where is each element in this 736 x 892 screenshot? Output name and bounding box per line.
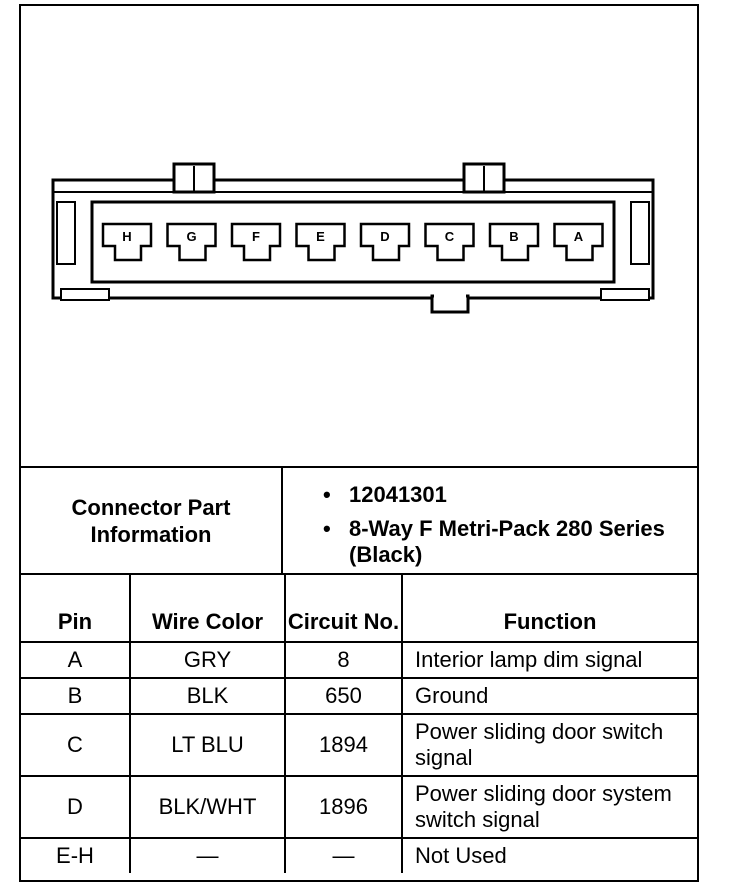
cell-circuit: — [284,837,403,873]
cell-function: Interior lamp dim signal [401,641,697,679]
table-row: C LT BLU 1894 Power sliding door switch … [21,713,697,777]
header-wire-color: Wire Color [129,575,286,643]
pin-table: Pin Wire Color Circuit No. Function A GR… [21,575,697,873]
pin-label: F [252,229,260,244]
cell-wire-color: BLK/WHT [129,775,286,839]
cell-pin: B [21,677,131,715]
cell-function: Power sliding door switch signal [401,713,697,777]
part-info-values: • 12041301 • 8-Way F Metri-Pack 280 Seri… [283,468,697,573]
pin-label: B [509,229,518,244]
cell-circuit: 8 [284,641,403,679]
table-row: D BLK/WHT 1896 Power sliding door system… [21,775,697,839]
cell-pin: E-H [21,837,131,873]
connector-type-item: • 8-Way F Metri-Pack 280 Series (Black) [323,516,697,568]
cell-wire-color: BLK [129,677,286,715]
pin-label: H [122,229,131,244]
cell-pin: C [21,713,131,777]
pin-cavity-g: G [166,222,217,262]
part-number: 12041301 [349,482,447,507]
header-circuit-no: Circuit No. [284,575,403,643]
pin-label: D [380,229,389,244]
pin-cavity-f: F [230,222,282,262]
pin-label: A [574,229,584,244]
header-pin: Pin [21,575,131,643]
cell-pin: A [21,641,131,679]
cell-pin: D [21,775,131,839]
cell-wire-color: LT BLU [129,713,286,777]
pin-cavity-b: B [488,222,540,262]
cell-function: Ground [401,677,697,715]
cell-circuit: 1894 [284,713,403,777]
pin-cavity-c: C [424,222,475,262]
cell-wire-color: — [129,837,286,873]
table-row: E-H — — Not Used [21,837,697,873]
table-row: A GRY 8 Interior lamp dim signal [21,641,697,679]
cell-function: Not Used [401,837,697,873]
header-function: Function [401,575,697,643]
cell-circuit: 1896 [284,775,403,839]
cell-wire-color: GRY [129,641,286,679]
pin-cavity-a: A [553,222,604,262]
bullet-icon: • [323,482,331,507]
pin-label: E [316,229,325,244]
table-header-row: Pin Wire Color Circuit No. Function [21,575,697,643]
table-row: B BLK 650 Ground [21,677,697,715]
pin-label: C [445,229,455,244]
bullet-icon: • [323,516,331,541]
cell-circuit: 650 [284,677,403,715]
pin-label: G [186,229,196,244]
connector-type: 8-Way F Metri-Pack 280 Series (Black) [349,516,665,567]
connector-part-info: Connector Part Information • 12041301 • … [21,466,697,575]
pin-cavity-h: H [101,222,153,262]
part-number-item: • 12041301 [323,482,697,508]
part-info-label: Connector Part Information [21,468,283,573]
pin-cavity-d: D [359,222,411,262]
pin-cavity-e: E [295,222,346,262]
cell-function: Power sliding door system switch signal [401,775,697,839]
